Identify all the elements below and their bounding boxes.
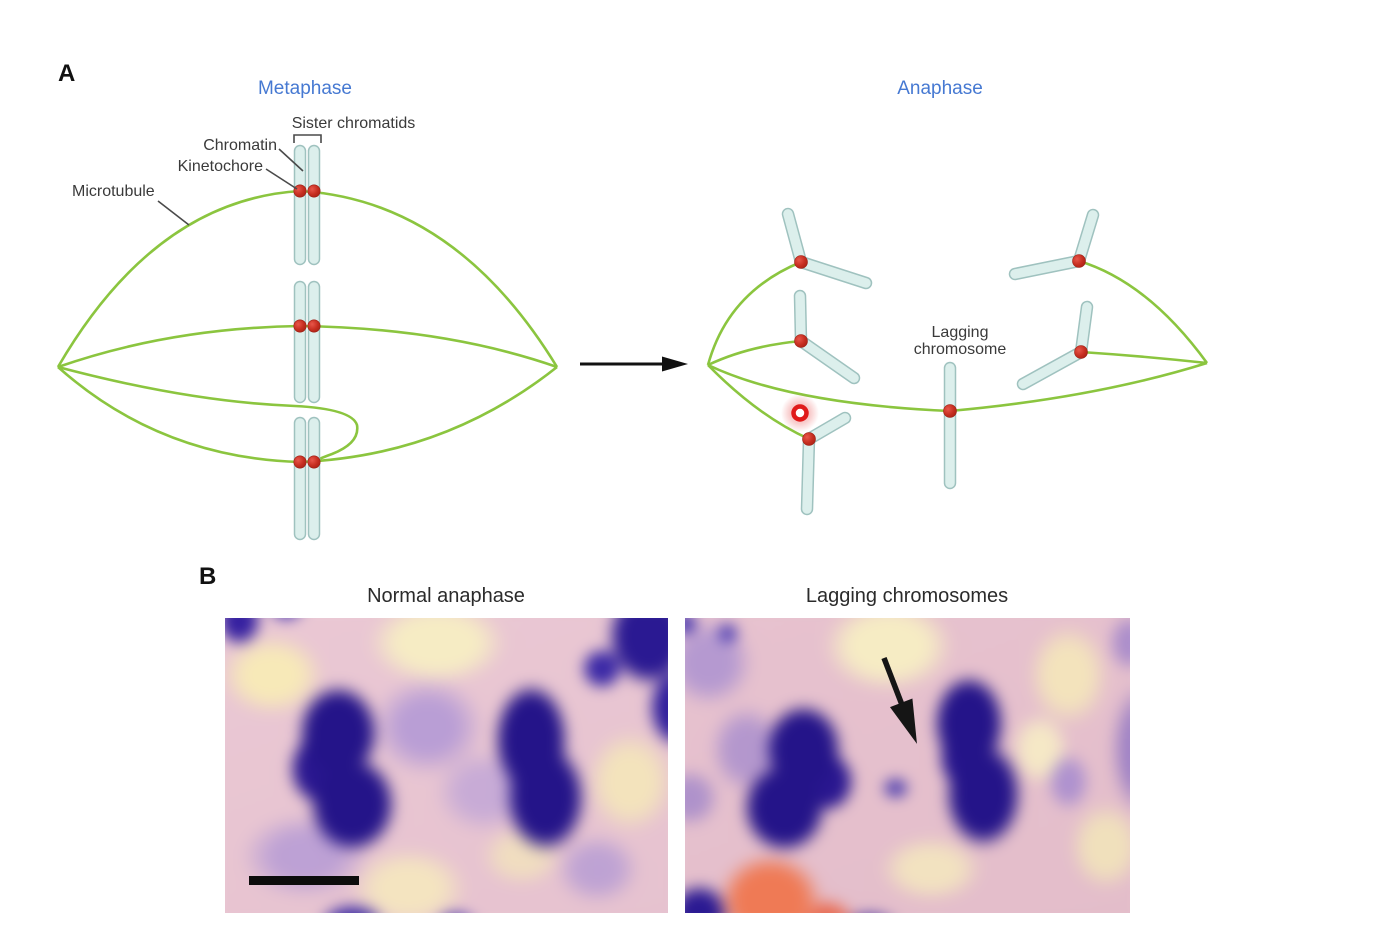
annotation-lines bbox=[157, 134, 322, 226]
microtubule-path bbox=[1080, 350, 1208, 365]
stained-cells-image bbox=[685, 618, 1130, 913]
microtubule-path bbox=[1078, 259, 1209, 364]
microtubule-path bbox=[706, 260, 802, 366]
chromosome-pair bbox=[293, 280, 321, 404]
chromosome bbox=[781, 207, 873, 290]
lagging-chromosome bbox=[943, 361, 957, 490]
microtubule-label: Microtubule bbox=[72, 183, 155, 200]
panel-b-label: B bbox=[199, 563, 217, 590]
microtubule-path bbox=[56, 189, 559, 368]
transition-arrow-icon bbox=[580, 356, 688, 372]
click-indicator-icon bbox=[781, 394, 819, 432]
kinetochore-dot bbox=[307, 455, 321, 469]
metaphase-chromosomes bbox=[293, 144, 321, 541]
microtubule-path bbox=[707, 339, 802, 367]
kinetochore-dot bbox=[293, 319, 307, 333]
kinetochore-label: Kinetochore bbox=[177, 158, 263, 175]
kinetochore-dot bbox=[307, 184, 321, 198]
metaphase-spindle bbox=[56, 189, 559, 464]
chromosome bbox=[1016, 300, 1094, 391]
anaphase-title: Anaphase bbox=[897, 78, 983, 99]
microtubule-leader-line bbox=[157, 200, 190, 226]
chromosome bbox=[1008, 208, 1100, 281]
chromosome bbox=[800, 411, 852, 516]
panel-a-diagram bbox=[56, 134, 1209, 541]
kinetochore-dot bbox=[794, 255, 808, 269]
kinetochore-dot bbox=[943, 404, 957, 418]
microtubule-path bbox=[57, 365, 558, 464]
normal-anaphase-title: Normal anaphase bbox=[367, 585, 525, 607]
metaphase-title: Metaphase bbox=[257, 78, 352, 99]
kinetochore-dot bbox=[794, 334, 808, 348]
lagging-chromosome-microtubule bbox=[707, 361, 1208, 413]
anaphase-chromosomes bbox=[781, 207, 1100, 516]
kinetochore-dot bbox=[1072, 254, 1086, 268]
sister-chromatids-bracket bbox=[293, 134, 322, 143]
kinetochore-dot bbox=[1074, 345, 1088, 359]
merotelic-microtubule-loop bbox=[57, 365, 359, 463]
chromatin-label: Chromatin bbox=[203, 137, 277, 154]
lagging-chromosomes-micrograph bbox=[685, 618, 1130, 913]
lagging-chromosomes-title: Lagging chromosomes bbox=[805, 585, 1009, 607]
sister-chromatids-label: Sister chromatids bbox=[291, 115, 416, 132]
stained-cells-image bbox=[225, 618, 668, 913]
chromosome-pair bbox=[293, 416, 321, 541]
normal-anaphase-micrograph bbox=[225, 618, 668, 913]
chromatin-leader-line bbox=[278, 148, 304, 172]
microtubule-path bbox=[57, 324, 558, 369]
panel-a-label: A bbox=[58, 60, 76, 87]
kinetochore-dot bbox=[293, 184, 307, 198]
scale-bar bbox=[249, 876, 359, 885]
microtubule-path bbox=[707, 364, 810, 441]
chromosome bbox=[793, 289, 861, 385]
kinetochore-dot bbox=[307, 319, 321, 333]
kinetochore-dot bbox=[802, 432, 816, 446]
lagging-chromosome-pointer-arrow-icon bbox=[881, 657, 917, 744]
lagging-chromosome-label: Lagging chromosome bbox=[913, 324, 1007, 358]
kinetochore-dot bbox=[293, 455, 307, 469]
kinetochore-leader-line bbox=[265, 168, 298, 190]
